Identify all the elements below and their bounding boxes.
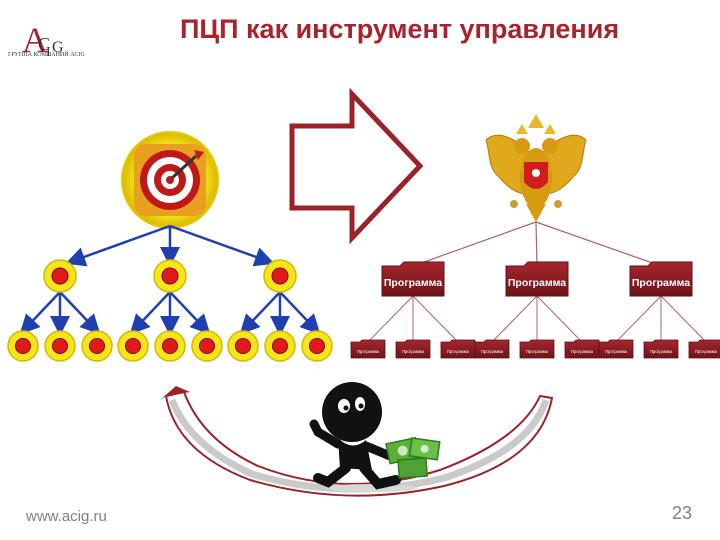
program-box: Программа <box>505 261 569 297</box>
goal-node-mid <box>153 259 187 293</box>
program-box: Программа <box>629 261 693 297</box>
goal-node-leaf <box>7 330 39 362</box>
goal-node-leaf <box>227 330 259 362</box>
footer-url: www.acig.ru <box>26 508 107 525</box>
subprogram-box: Программа <box>564 339 600 359</box>
subprogram-label: Программа <box>481 349 504 354</box>
program-box: Программа <box>381 261 445 297</box>
subprogram-connector <box>491 295 538 343</box>
subprogram-label: Программа <box>571 349 594 354</box>
goal-tree-arrow <box>239 291 281 335</box>
svg-text:C: C <box>38 34 50 54</box>
page-title: ПЦП как инструмент управления <box>180 14 620 44</box>
goal-node-leaf <box>117 330 149 362</box>
subprogram-label: Программа <box>605 349 628 354</box>
program-connector <box>535 221 662 267</box>
acig-logo: A C I G <box>22 20 64 60</box>
goal-node-leaf <box>264 330 296 362</box>
goal-tree-arrow <box>19 291 61 335</box>
page-number: 23 <box>672 503 693 523</box>
subprogram-box: Программа <box>395 339 431 359</box>
subprogram-label: Программа <box>526 349 549 354</box>
subprogram-connector <box>660 295 707 343</box>
subprogram-box: Программа <box>519 339 555 359</box>
thief-running-with-money-icon <box>309 382 441 492</box>
subprogram-box: Программа <box>688 339 720 359</box>
subprogram-connector <box>536 295 583 343</box>
goal-node-leaf <box>301 330 333 362</box>
goal-node-leaf <box>191 330 223 362</box>
goal-tree-arrow <box>129 291 171 335</box>
subprogram-connector <box>412 295 459 343</box>
goal-node-leaf <box>81 330 113 362</box>
goal-tree <box>7 224 333 362</box>
big-right-arrow-icon <box>289 87 424 245</box>
subprogram-connector <box>615 295 662 343</box>
logo-caption: ГРУППА КОМПАНИЙ ACIG <box>8 52 85 58</box>
goal-node-leaf <box>44 330 76 362</box>
subprogram-label: Программа <box>357 349 380 354</box>
program-label: Программа <box>632 277 690 289</box>
subprogram-label: Программа <box>402 349 425 354</box>
goal-tree-arrow <box>59 291 101 335</box>
goal-tree-arrow <box>169 291 211 335</box>
logo-letter-a: A <box>22 20 48 60</box>
program-label: Программа <box>384 277 442 289</box>
goal-node-mid <box>263 259 297 293</box>
subprogram-connector <box>367 295 414 343</box>
goal-tree-arrow <box>169 224 275 267</box>
subprogram-label: Программа <box>447 349 470 354</box>
goal-node-mid <box>43 259 77 293</box>
subprogram-box: Программа <box>350 339 386 359</box>
goal-tree-arrow <box>279 291 321 335</box>
svg-text:G: G <box>52 39 64 56</box>
subprogram-box: Программа <box>643 339 679 359</box>
goal-node-leaf <box>154 330 186 362</box>
subprogram-label: Программа <box>695 349 718 354</box>
subprogram-label: Программа <box>650 349 673 354</box>
svg-text:I: I <box>46 45 51 60</box>
target-dart-icon <box>121 131 219 229</box>
goal-tree-arrow <box>65 224 171 267</box>
program-connector <box>412 221 537 267</box>
subprogram-box: Программа <box>440 339 476 359</box>
russian-coat-of-arms-icon <box>485 114 587 222</box>
program-connector <box>535 221 538 267</box>
subprogram-box: Программа <box>474 339 510 359</box>
program-label: Программа <box>508 277 566 289</box>
subprogram-box: Программа <box>598 339 634 359</box>
